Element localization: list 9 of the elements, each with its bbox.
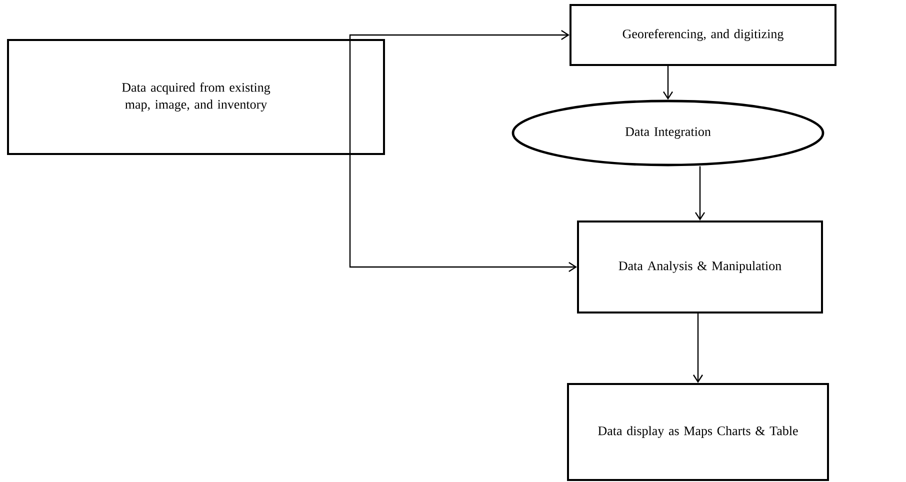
- process-box: Data display as Maps Charts & Table: [567, 383, 829, 481]
- process-box: Data acquired from existing map, image, and inventory: [7, 39, 385, 155]
- process-box: Data Analysis & Manipulation: [577, 220, 823, 314]
- arrow: [349, 154, 577, 272]
- arrow: [695, 166, 705, 220]
- process-box: Georeferencing, and digitizing: [570, 4, 836, 66]
- arrow: [693, 314, 703, 383]
- arrow: [663, 66, 673, 100]
- arrow: [349, 30, 570, 154]
